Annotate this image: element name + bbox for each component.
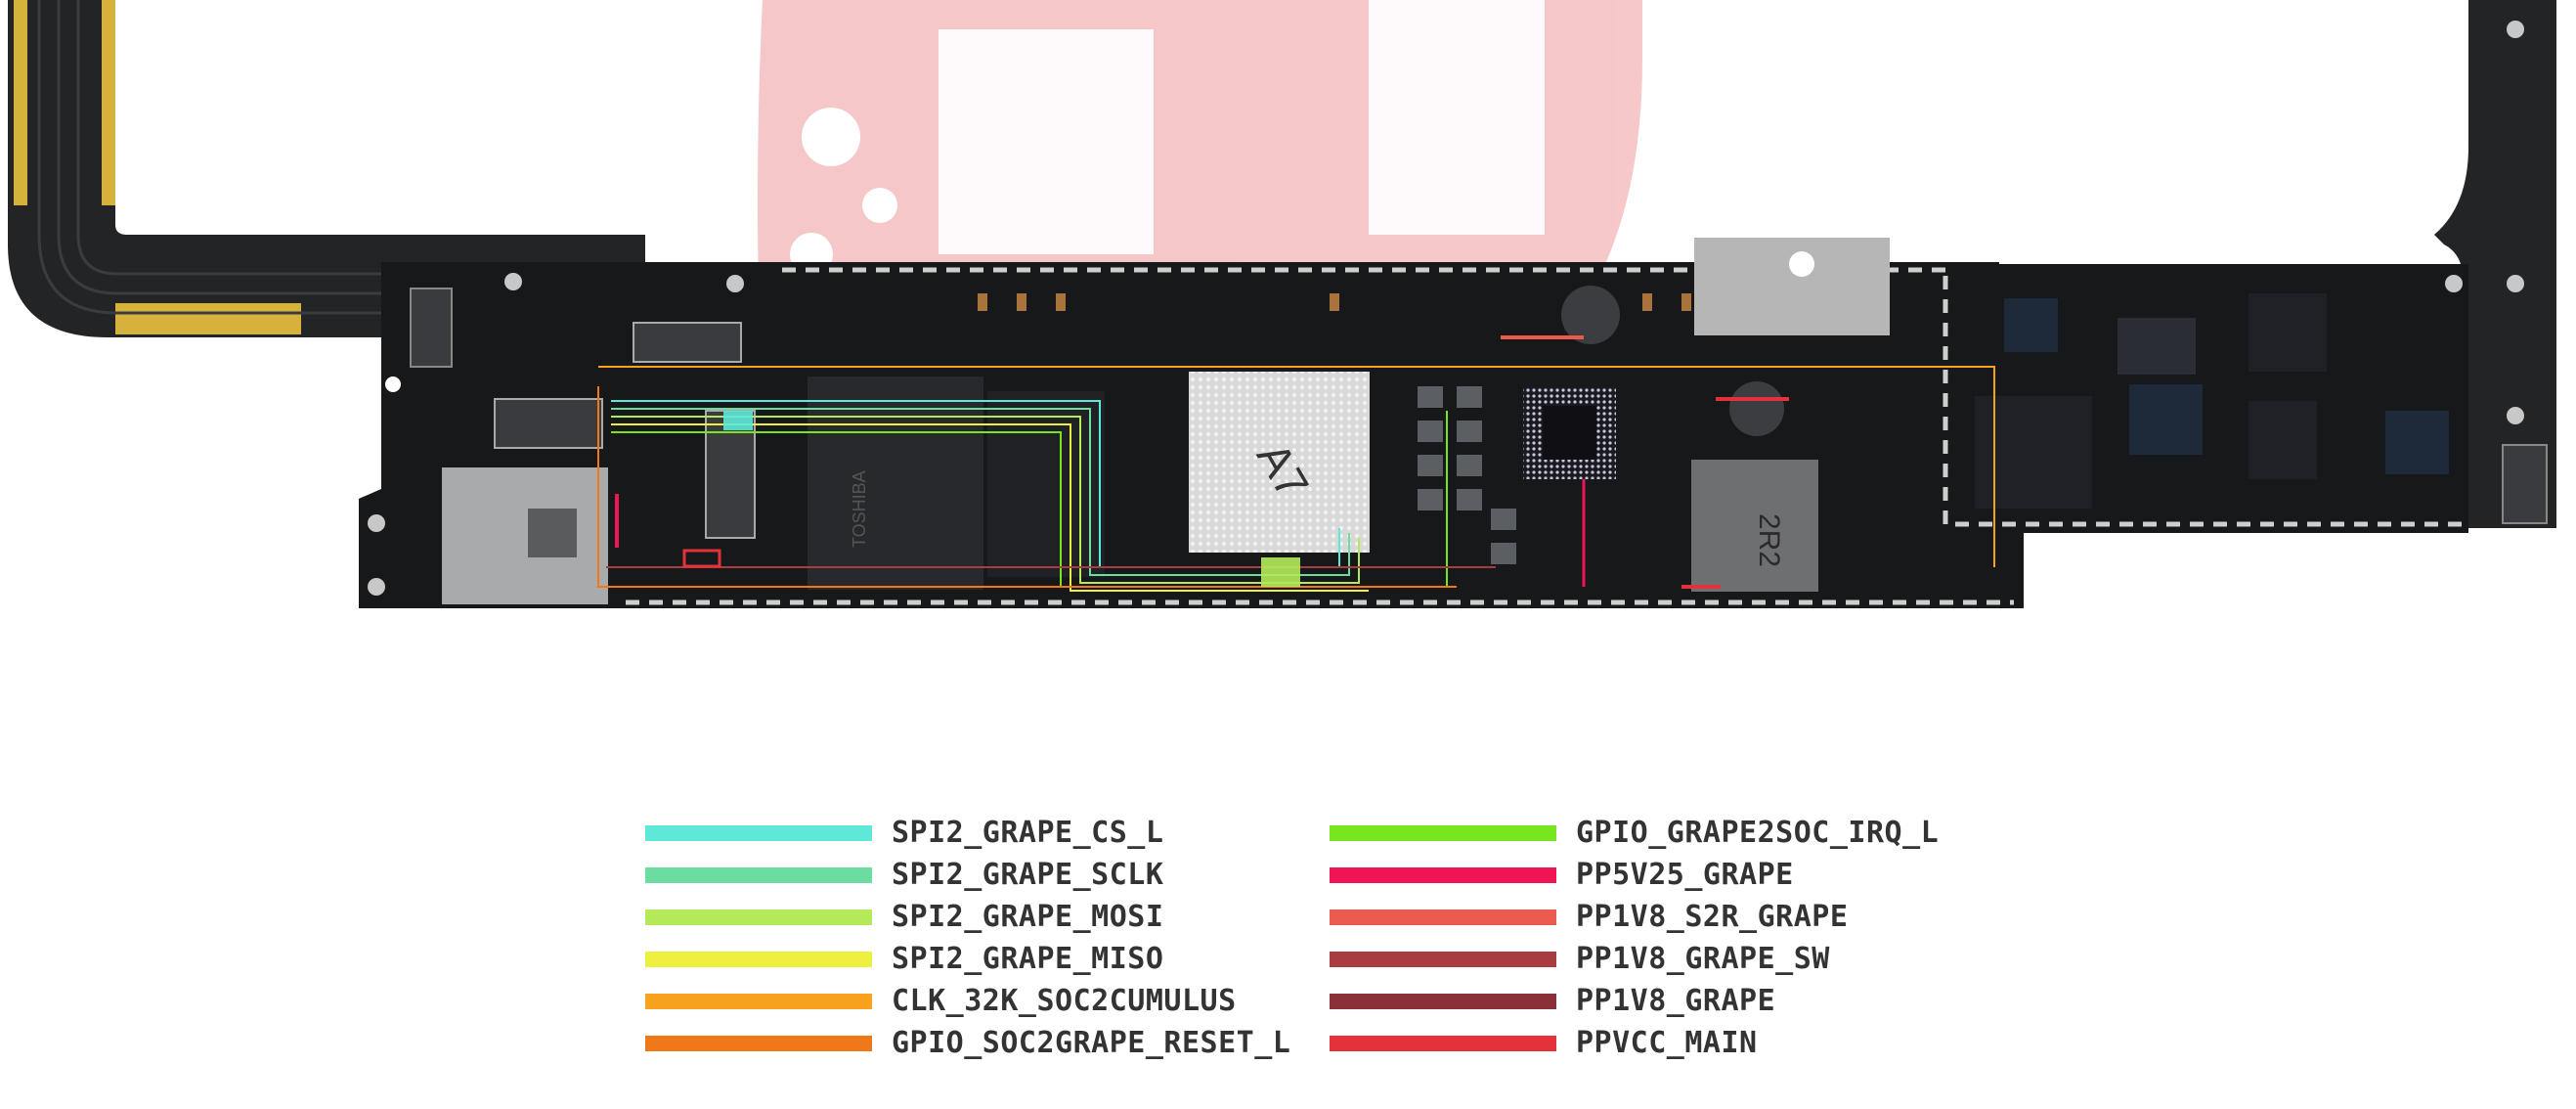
- nand-marking: TOSHIBA: [850, 470, 869, 548]
- legend-label: PP1V8_GRAPE_SW: [1576, 942, 1830, 976]
- legend-label: SPI2_GRAPE_MOSI: [892, 900, 1164, 934]
- legend-label: CLK_32K_SOC2CUMULUS: [892, 984, 1237, 1018]
- logic-board: TOSHIBA A7 2R2: [359, 238, 2548, 608]
- legend-swatch: [1330, 866, 1556, 883]
- legend-swatch: [645, 909, 872, 925]
- legend-item: PP1V8_GRAPE_SW: [1330, 938, 1916, 980]
- legend-label: GPIO_GRAPE2SOC_IRQ_L: [1576, 816, 1940, 850]
- legend-item: SPI2_GRAPE_SCLK: [645, 854, 1330, 896]
- legend-item: CLK_32K_SOC2CUMULUS: [645, 980, 1330, 1022]
- legend-swatch: [645, 866, 872, 883]
- legend-item: SPI2_GRAPE_MOSI: [645, 896, 1330, 938]
- legend-label: PP1V8_GRAPE: [1576, 984, 1776, 1018]
- legend-label: PPVCC_MAIN: [1576, 1026, 1758, 1060]
- legend-item: PP5V25_GRAPE: [1330, 854, 1916, 896]
- legend-label: SPI2_GRAPE_CS_L: [892, 816, 1164, 850]
- legend-item: SPI2_GRAPE_CS_L: [645, 812, 1330, 854]
- legend-item: PP1V8_S2R_GRAPE: [1330, 896, 1916, 938]
- legend-swatch: [1330, 824, 1556, 841]
- legend-label: GPIO_SOC2GRAPE_RESET_L: [892, 1026, 1291, 1060]
- legend-swatch: [1330, 909, 1556, 925]
- legend-swatch: [645, 993, 872, 1009]
- legend-item: PPVCC_MAIN: [1330, 1022, 1916, 1064]
- legend-item: GPIO_SOC2GRAPE_RESET_L: [645, 1022, 1330, 1064]
- legend-label: SPI2_GRAPE_SCLK: [892, 858, 1164, 892]
- legend-item: PP1V8_GRAPE: [1330, 980, 1916, 1022]
- flex-cable-left: [8, 0, 645, 337]
- legend-swatch: [645, 824, 872, 841]
- legend-label: PP1V8_S2R_GRAPE: [1576, 900, 1849, 934]
- legend-label: SPI2_GRAPE_MISO: [892, 942, 1164, 976]
- legend-item: GPIO_GRAPE2SOC_IRQ_L: [1330, 812, 1939, 854]
- legend: SPI2_GRAPE_CS_L GPIO_GRAPE2SOC_IRQ_L SPI…: [645, 812, 1939, 1064]
- legend-swatch: [1330, 993, 1556, 1009]
- legend-swatch: [1330, 1035, 1556, 1051]
- legend-item: SPI2_GRAPE_MISO: [645, 938, 1330, 980]
- net-traces: [597, 335, 1995, 592]
- legend-swatch: [645, 951, 872, 967]
- legend-label: PP5V25_GRAPE: [1576, 858, 1794, 892]
- legend-swatch: [1330, 951, 1556, 967]
- legend-swatch: [645, 1035, 872, 1051]
- inductor-marking: 2R2: [1753, 513, 1785, 567]
